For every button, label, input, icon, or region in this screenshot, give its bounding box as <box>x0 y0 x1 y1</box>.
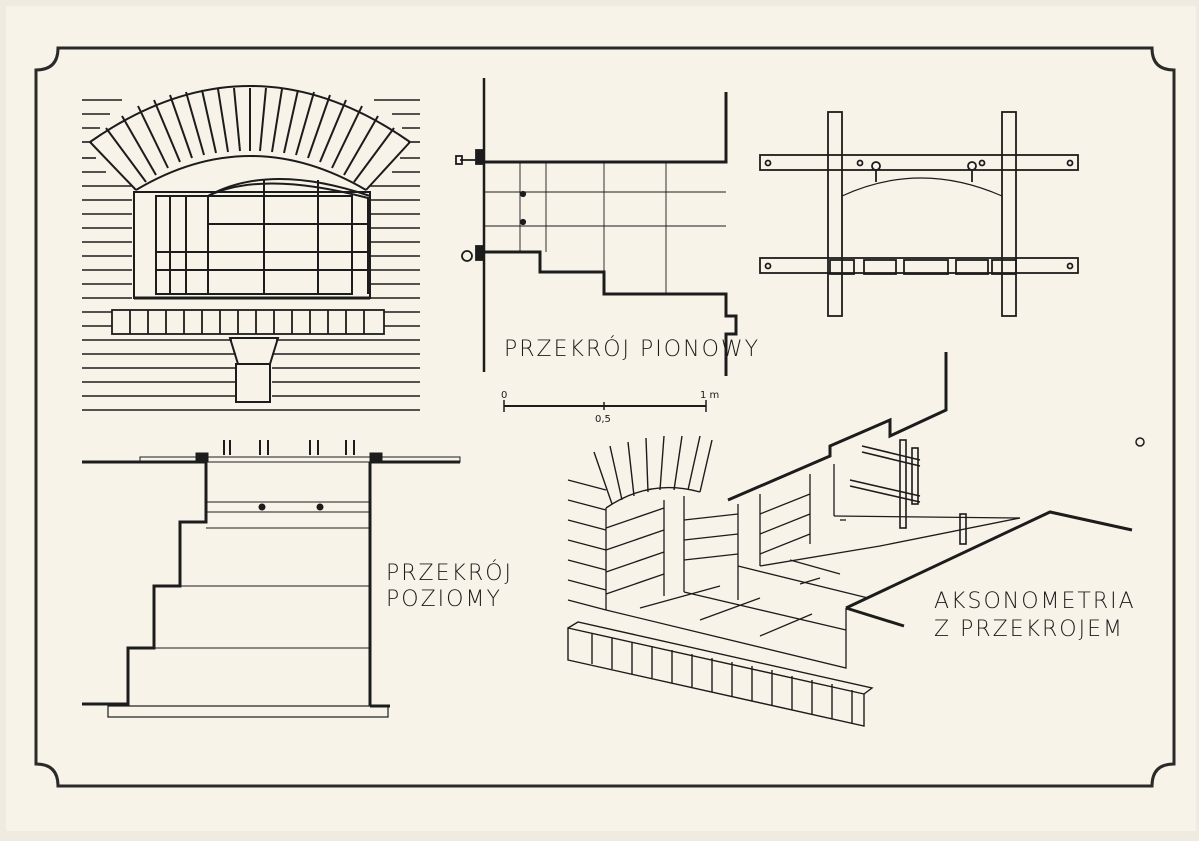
axonometric-walls <box>567 464 835 611</box>
axonometric-arch <box>593 435 713 509</box>
axonometry-label-line2: Z PRZEKROJEM <box>934 617 1124 642</box>
scale-bar-mid: 0,5 <box>595 414 611 425</box>
frame-detail <box>759 111 1079 317</box>
vertical-section <box>455 78 738 376</box>
scale-bar-start: 0 <box>501 390 507 401</box>
elevation-brick-courses <box>82 99 420 411</box>
decorative-frame <box>34 46 1176 788</box>
vertical-section-label: PRZEKRÓJ PIONOWY <box>504 336 760 362</box>
axonometric-frame-posts <box>849 439 967 545</box>
axonometric-steps <box>605 515 1021 669</box>
axonometry-label-line1: AKSONOMETRIA <box>934 589 1136 614</box>
horizontal-section <box>82 440 461 718</box>
axonometric-sill-bricks <box>567 621 874 727</box>
window-sill-bricks <box>111 309 385 335</box>
registration-mark <box>1135 437 1145 447</box>
scale-bar-end: 1 m <box>700 390 719 401</box>
axonometric-view <box>567 352 1133 727</box>
drain-opening <box>228 337 280 403</box>
vertical-section-bolt <box>455 149 485 262</box>
horizontal-section-label-line2: POZIOMY <box>386 587 502 612</box>
brick-arch <box>89 85 411 191</box>
paper-background <box>6 6 1196 831</box>
window-elevation <box>82 85 420 411</box>
window-frame <box>133 178 371 300</box>
horizontal-section-label-line1: PRZEKRÓJ <box>386 560 513 586</box>
scale-bar <box>503 400 707 412</box>
